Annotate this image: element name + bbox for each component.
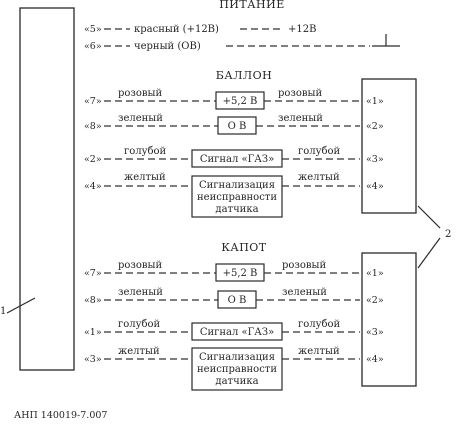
- balloon-right-pin-1: «1»: [366, 96, 384, 107]
- hood-wire-right-green: зеленый: [282, 287, 327, 298]
- balloon-box-fault-line-2: неисправности: [197, 192, 277, 203]
- balloon-wire-right-pink: розовый: [278, 88, 322, 99]
- balloon-wire-right-blue: голубой: [298, 146, 341, 157]
- hood-box-fault: [191, 347, 283, 391]
- callout-2-leader-bottom: [417, 237, 441, 269]
- hood-box-fault-line-3: датчика: [215, 376, 258, 387]
- balloon-box-plus52-text: +5,2 В: [223, 96, 258, 107]
- callout-2-label: 2: [445, 229, 451, 240]
- hood-right-pin-1: «1»: [366, 268, 384, 279]
- hood-wire-left-blue: голубой: [118, 319, 161, 330]
- balloon-box-gas-text: Сигнал «ГАЗ»: [200, 154, 274, 165]
- balloon-wire-left-green: зеленый: [118, 113, 163, 124]
- power-black-wire-label: черный (ОВ): [134, 41, 201, 52]
- balloon-left-pin-4: «4»: [84, 181, 102, 192]
- balloon-box-fault-line-1: Сигнализация: [199, 180, 275, 191]
- balloon-wire-left-blue: голубой: [124, 146, 167, 157]
- balloon-wire-right-green: зеленый: [278, 113, 323, 124]
- callout-1-label: 1: [0, 306, 6, 317]
- balloon-wire-left-pink: розовый: [118, 88, 162, 99]
- hood-right-pin-4: «4»: [366, 354, 384, 365]
- power-red-wire-label: красный (+12В): [134, 24, 219, 35]
- callout-1-leader: [6, 297, 36, 314]
- power-pin-5: «5»: [84, 24, 102, 35]
- hood-right-pin-2: «2»: [366, 295, 384, 306]
- balloon-left-pin-1: «7»: [84, 96, 102, 107]
- power-title: ПИТАНИЕ: [219, 0, 285, 11]
- hood-box-fault-line-2: неисправности: [197, 364, 277, 375]
- hood-wire-right-yellow: желтый: [298, 346, 340, 357]
- hood-left-pin-4: «3»: [84, 354, 102, 365]
- hood-left-pin-1: «7»: [84, 268, 102, 279]
- balloon-left-pin-2: «8»: [84, 121, 102, 132]
- hood-box-fault-line-1: Сигнализация: [199, 352, 275, 363]
- hood-sensor-block: [361, 252, 417, 387]
- balloon-box-fault-line-3: датчика: [215, 204, 258, 215]
- hood-wire-right-pink: розовый: [282, 260, 326, 271]
- balloon-left-pin-3: «2»: [84, 154, 102, 165]
- hood-wire-left-yellow: желтый: [118, 346, 160, 357]
- hood-right-pin-3: «3»: [366, 327, 384, 338]
- balloon-right-pin-3: «3»: [366, 154, 384, 165]
- hood-wire-right-blue: голубой: [298, 319, 341, 330]
- balloon-wire-left-yellow: желтый: [124, 172, 166, 183]
- hood-wire-left-green: зеленый: [118, 287, 163, 298]
- hood-left-pin-2: «8»: [84, 295, 102, 306]
- hood-wire-left-pink: розовый: [118, 260, 162, 271]
- controller-block: [19, 7, 75, 371]
- balloon-right-pin-2: «2»: [366, 121, 384, 132]
- balloon-box-zero-text: О В: [228, 121, 247, 132]
- balloon-title: БАЛЛОН: [216, 69, 272, 82]
- balloon-wire-right-yellow: желтый: [298, 172, 340, 183]
- hood-box-zero-text: О В: [228, 295, 247, 306]
- balloon-box-fault: [191, 175, 283, 218]
- hood-box-gas-text: Сигнал «ГАЗ»: [200, 327, 274, 338]
- balloon-right-pin-4: «4»: [366, 181, 384, 192]
- hood-title: КАПОТ: [221, 241, 266, 254]
- power-plus12-label: +12В: [288, 24, 316, 35]
- power-pin-6: «6»: [84, 41, 102, 52]
- callout-2-leader-top: [417, 205, 441, 229]
- hood-box-plus52-text: +5,2 В: [223, 268, 258, 279]
- figure-code: АНП 140019-7.007: [14, 410, 107, 421]
- hood-left-pin-3: «1»: [84, 327, 102, 338]
- balloon-sensor-block: [361, 78, 417, 214]
